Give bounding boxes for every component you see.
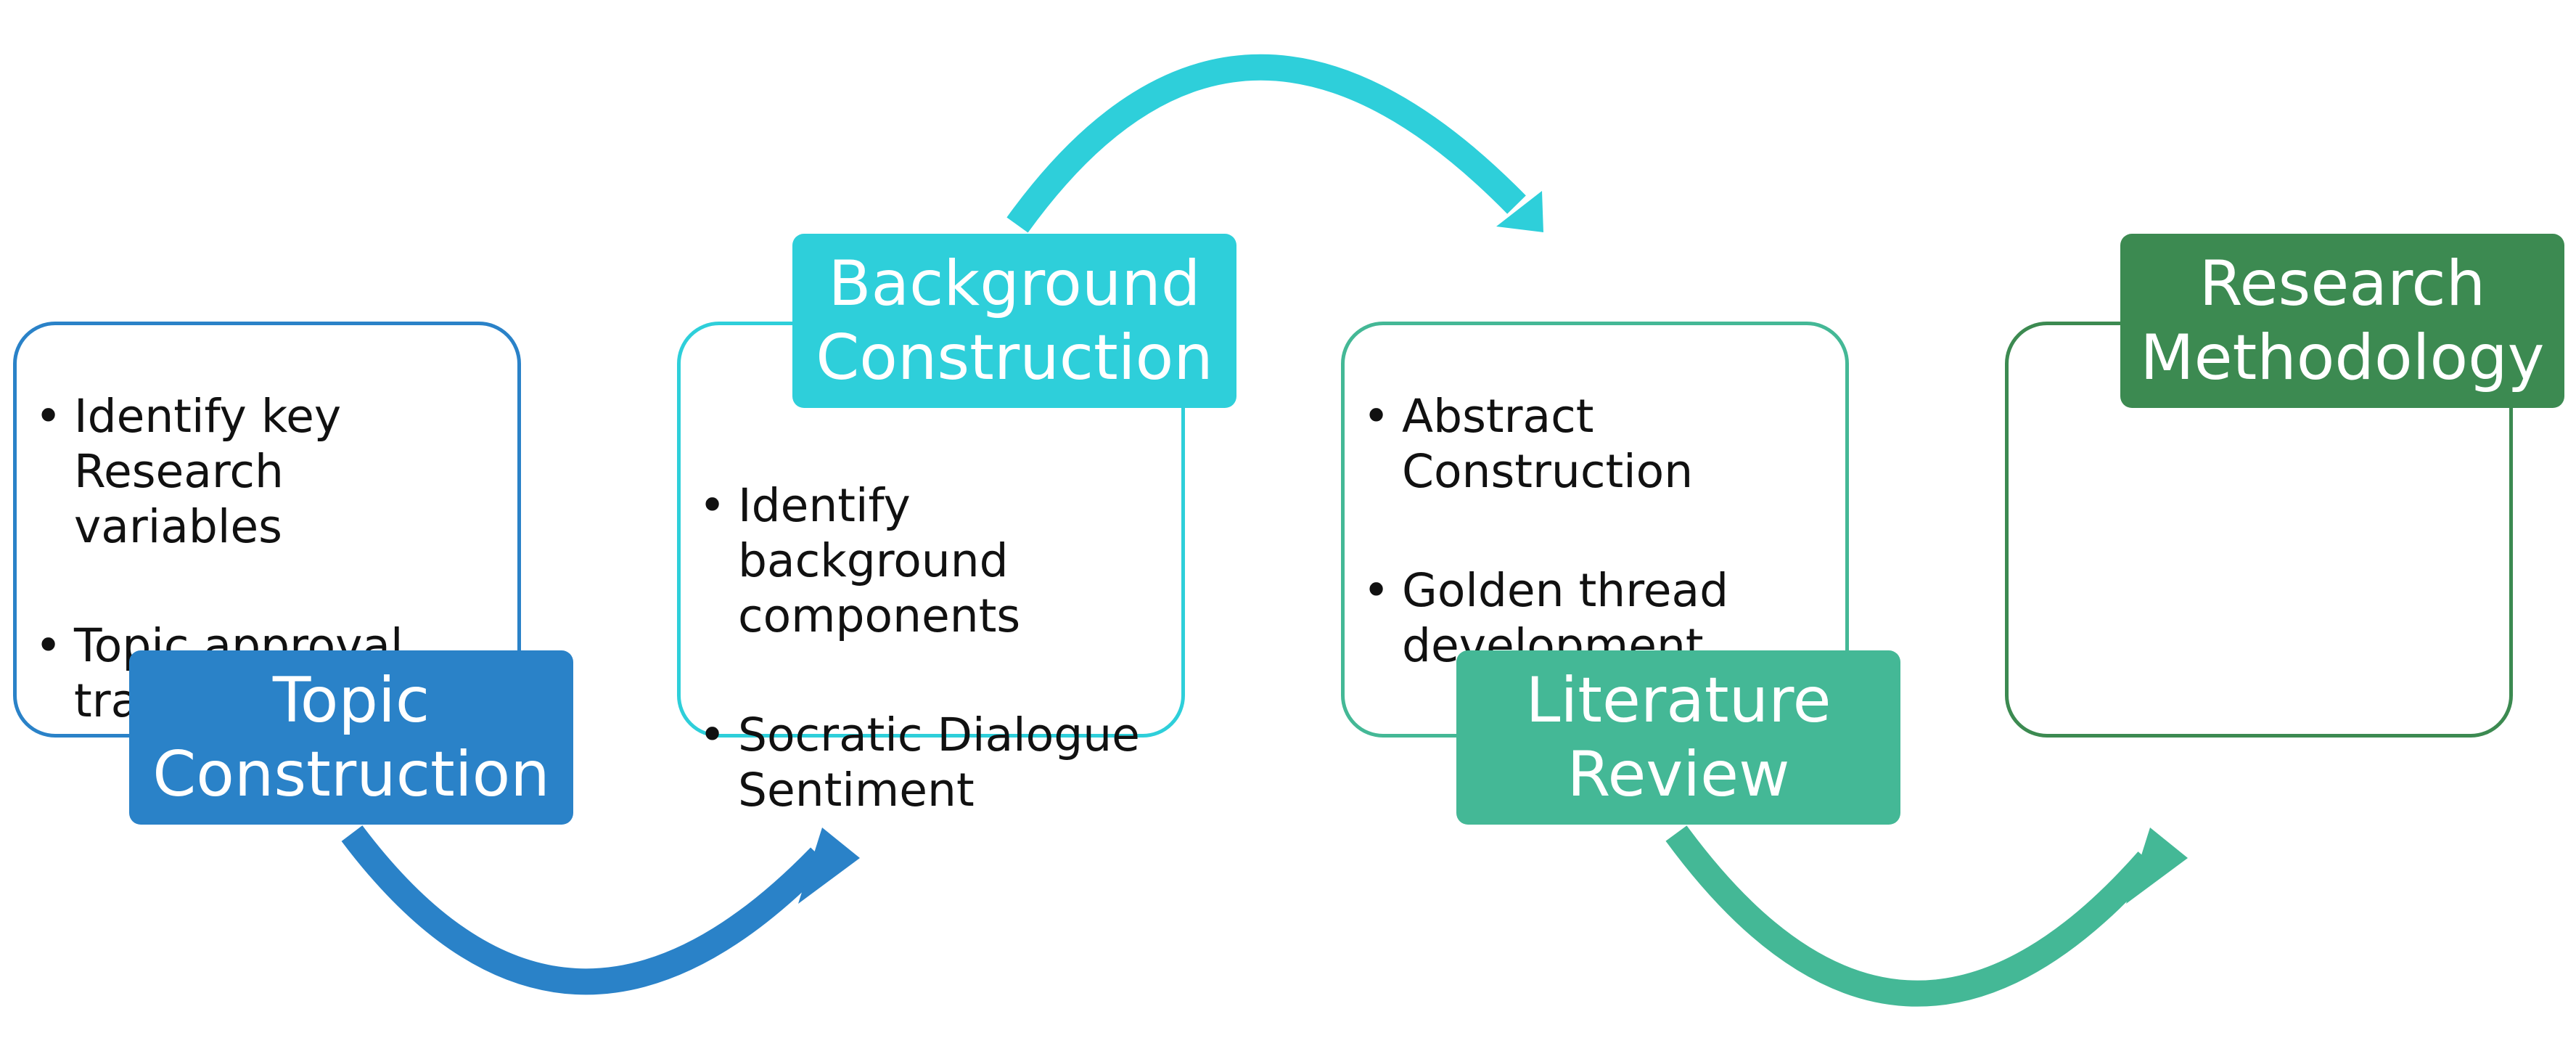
arrow-head-literature bbox=[2126, 828, 2188, 904]
arrow-head-background bbox=[1496, 191, 1543, 232]
background-construction-title: Background Construction bbox=[792, 234, 1236, 408]
topic-bullet-1: Identify key Research variables bbox=[29, 389, 493, 555]
background-bullet-1: Identify background components bbox=[693, 478, 1172, 644]
literature-review-bullets: Abstract Construction Golden thread deve… bbox=[1357, 334, 1821, 738]
background-construction-bullets: Identify background components Socratic … bbox=[693, 423, 1172, 882]
arrow-topic-to-background bbox=[341, 825, 829, 995]
background-bullet-2: Socratic Dialogue Sentiment bbox=[693, 708, 1172, 818]
arrow-literature-to-methodology bbox=[1665, 825, 2158, 1007]
arrow-head-topic bbox=[798, 828, 860, 904]
literature-review-title: Literature Review bbox=[1456, 650, 1900, 825]
topic-construction-title: Topic Construction bbox=[129, 650, 573, 825]
literature-bullet-1: Abstract Construction bbox=[1357, 389, 1821, 499]
research-methodology-title: Research Methodology bbox=[2120, 234, 2564, 408]
arrow-background-to-literature bbox=[1006, 54, 1526, 233]
